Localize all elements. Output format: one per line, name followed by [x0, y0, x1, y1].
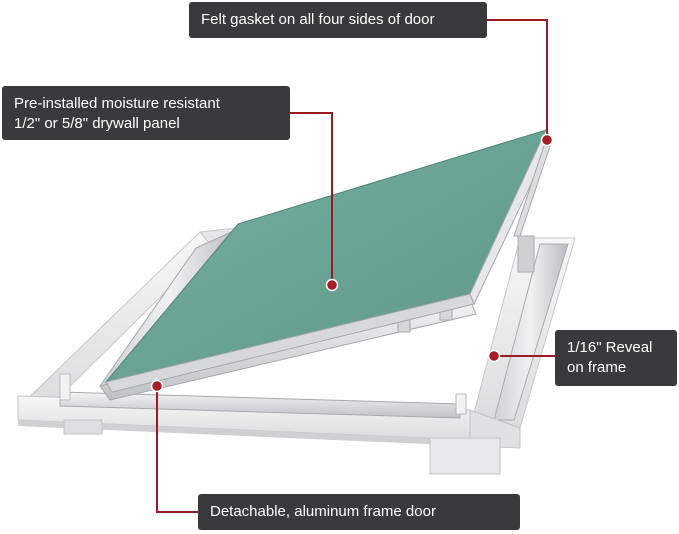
callout-felt-gasket: Felt gasket on all four sides of door — [189, 2, 487, 38]
callout-drywall-panel: Pre-installed moisture resistant 1/2" or… — [2, 86, 290, 140]
drywall-panel — [104, 128, 553, 393]
callout-text: Felt gasket on all four sides of door — [201, 11, 435, 28]
leader-panel — [290, 112, 333, 285]
callout-text: 1/2" or 5/8" drywall panel — [14, 115, 180, 132]
leader-door — [156, 386, 198, 513]
callout-text: 1/16" Reveal — [567, 339, 653, 356]
marker-panel — [325, 278, 339, 292]
callout-text: Pre-installed moisture resistant — [14, 95, 220, 112]
callout-text: on frame — [567, 359, 627, 376]
marker-door — [150, 379, 164, 393]
leader-gasket — [487, 19, 548, 140]
outer-frame — [16, 227, 576, 475]
callout-reveal: 1/16" Reveal on frame — [555, 330, 677, 386]
marker-reveal — [487, 349, 501, 363]
marker-dots — [150, 133, 554, 393]
leader-lines — [156, 19, 555, 513]
callout-text: Detachable, aluminum frame door — [210, 503, 436, 520]
callout-detachable-door: Detachable, aluminum frame door — [198, 494, 520, 530]
marker-gasket — [540, 133, 554, 147]
